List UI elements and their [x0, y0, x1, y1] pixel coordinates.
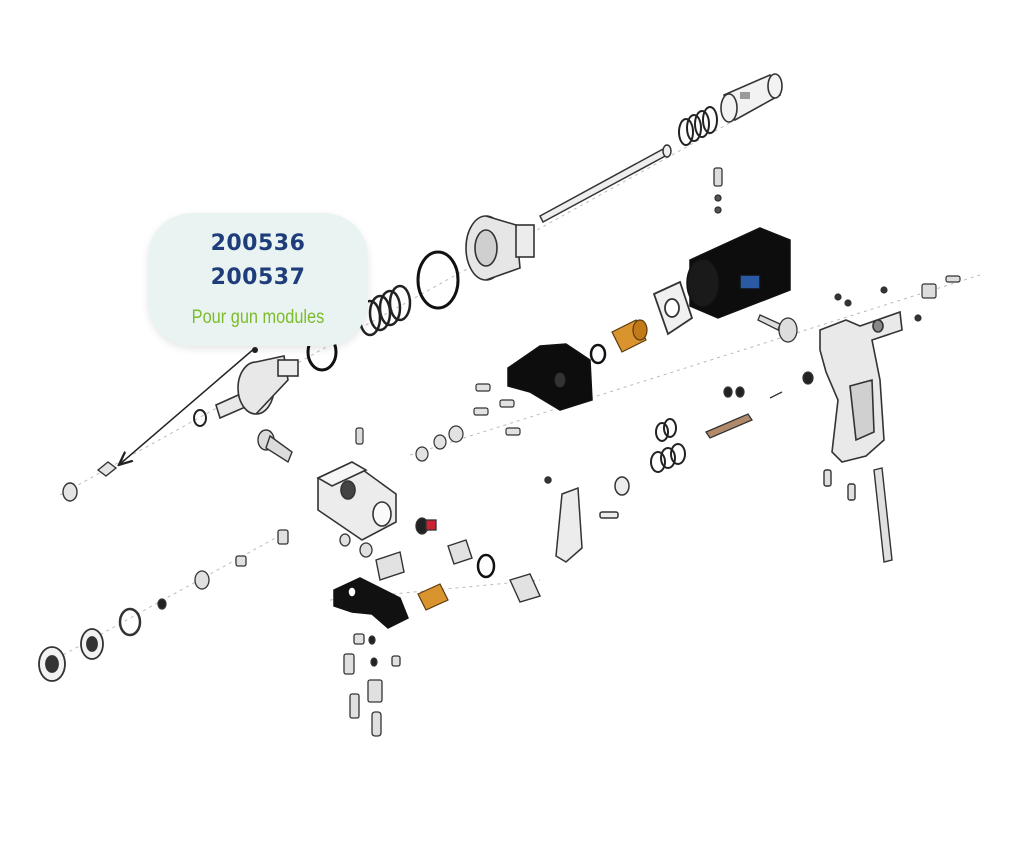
part-number-200536: 200536: [210, 231, 306, 256]
cylinder-sleeve: [720, 73, 783, 123]
washers-left: [38, 607, 142, 682]
manifold-block: [507, 343, 593, 411]
piston-head: [465, 215, 535, 281]
small-parts-left: [157, 517, 437, 610]
spring-top: [678, 106, 718, 146]
trigger-pin: [834, 275, 961, 322]
part-number-callout: 200536 200537 Pour gun modules: [148, 213, 368, 346]
needle-valve: [757, 314, 814, 399]
gun-handle: [819, 310, 903, 463]
motor-housing: [686, 227, 791, 319]
piston-rod: [539, 144, 672, 224]
o-ring-valve: [589, 343, 607, 365]
gun-module-piston: [215, 355, 299, 420]
spring-right: [650, 418, 686, 473]
callout-note: Pour gun modules: [191, 307, 325, 328]
callout-pointer-dot: [252, 347, 258, 353]
nozzle-tip: [62, 461, 118, 502]
black-bracket: [333, 577, 409, 629]
callout-pointer-arrow: [120, 347, 256, 464]
screw-block: [355, 427, 364, 445]
cylinder-fittings: [375, 539, 541, 603]
fitting: [257, 429, 293, 464]
o-ring-small: [193, 409, 207, 427]
trigger-lever: [544, 476, 630, 563]
brass-fitting-upper: [611, 319, 648, 353]
part-number-200537: 200537: [210, 265, 306, 290]
screw-small: [713, 167, 723, 214]
mixing-block: [316, 461, 397, 541]
o-ring-large: [416, 250, 460, 310]
gasket: [652, 280, 694, 336]
handle-rod: [823, 467, 893, 563]
brass-fitting-lower: [417, 583, 449, 611]
valve-stem: [705, 386, 753, 439]
bottom-fittings: [343, 633, 401, 737]
bolt-cluster: [415, 383, 521, 462]
